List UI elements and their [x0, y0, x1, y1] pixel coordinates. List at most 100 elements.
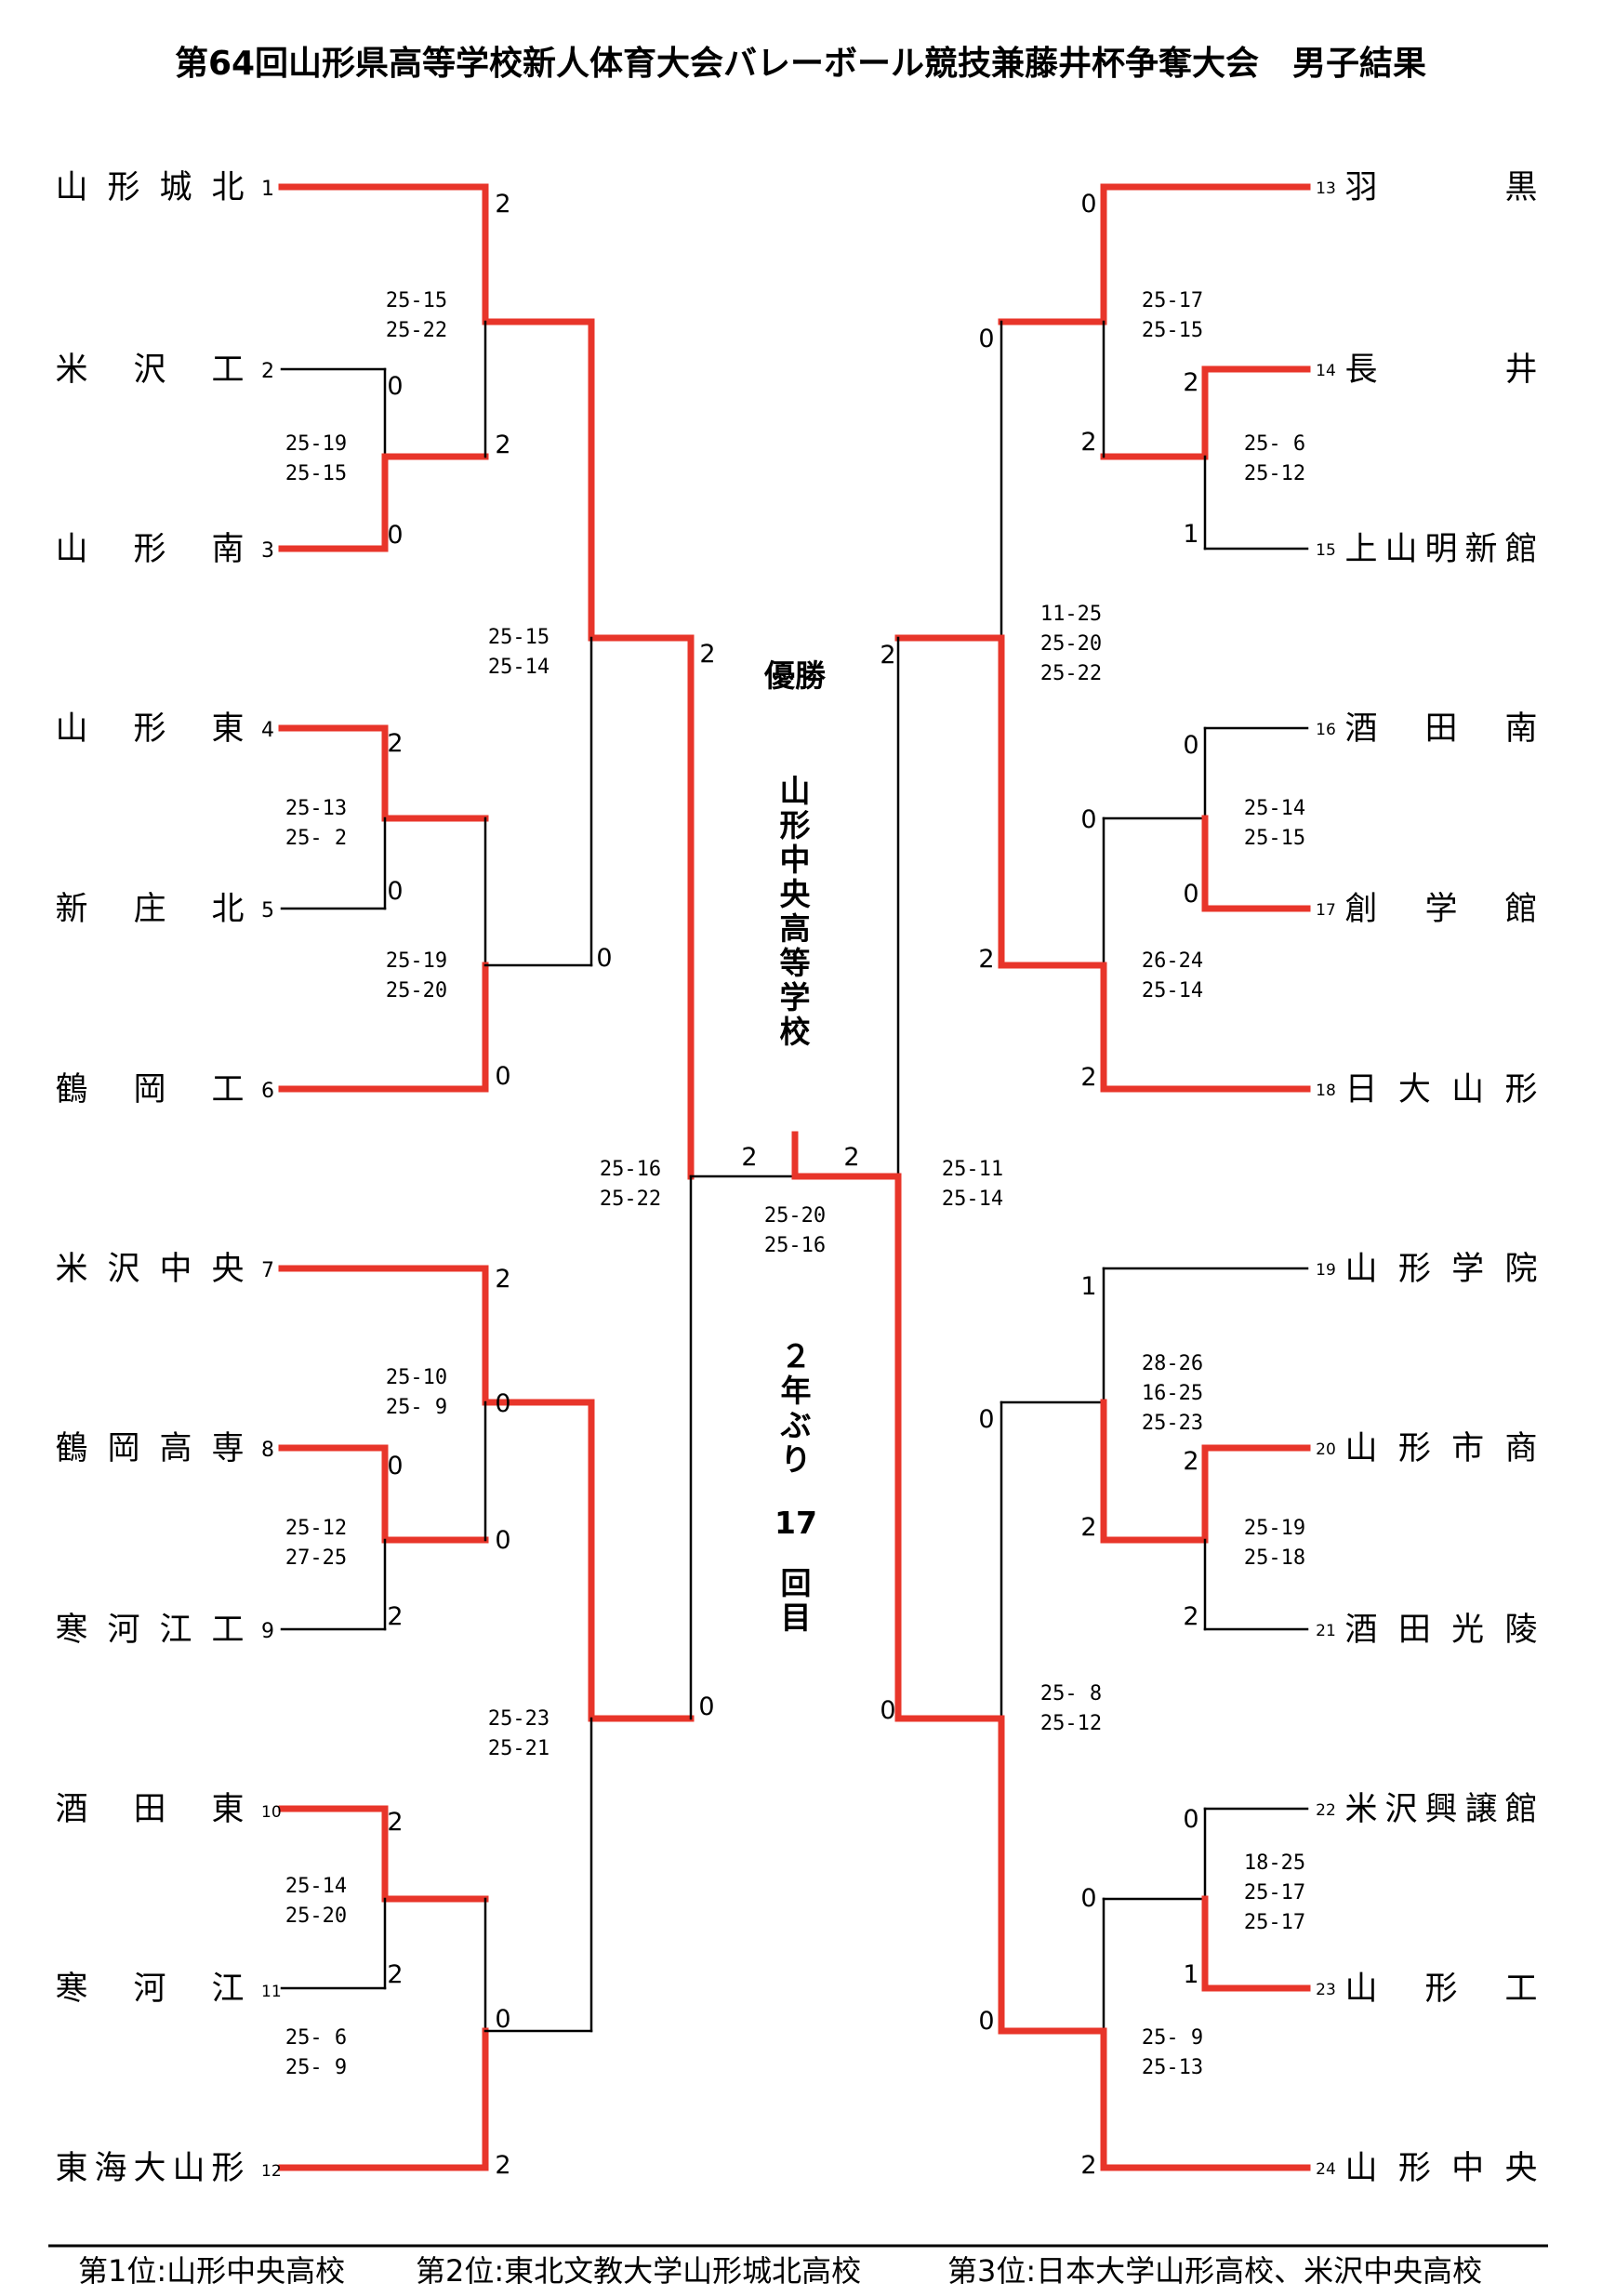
appearance-suffix-char: 目: [781, 1599, 812, 1636]
set-score-line: 25- 6: [285, 2026, 347, 2050]
team-seed: 12: [261, 2162, 282, 2181]
team-name-char: 明: [1424, 531, 1457, 568]
team-name-char: 工: [211, 1612, 244, 1649]
team-seed: 9: [261, 1620, 274, 1643]
champion-name-char: 等: [780, 945, 811, 981]
team-name-char: 館: [1504, 891, 1537, 928]
team-name-char: 田: [1424, 710, 1457, 748]
set-result: 0: [495, 1526, 510, 1555]
team-name-char: 南: [211, 531, 244, 568]
set-result: 2: [741, 1143, 757, 1172]
team-name: 寒河江工: [55, 1612, 244, 1649]
set-score-line: 16-25: [1142, 1382, 1203, 1405]
team-name-char: 江: [211, 1971, 244, 2008]
set-score: 25- 925-13: [1142, 2026, 1203, 2079]
set-score-line: 25-21: [488, 1737, 549, 1760]
team-name-char: 山: [172, 2150, 205, 2187]
set-result: 0: [1080, 1884, 1096, 1913]
team-seed: 8: [261, 1439, 274, 1462]
team-seed: 3: [261, 539, 274, 563]
team-name-char: 形: [1398, 2150, 1431, 2187]
set-result: 0: [1183, 1805, 1198, 1834]
team-name-char: 大: [1398, 1071, 1431, 1108]
team-name-char: 館: [1504, 1791, 1537, 1828]
set-score-line: 25-12: [285, 1517, 347, 1540]
set-result: 2: [978, 945, 994, 974]
team-name-char: 創: [1344, 891, 1377, 928]
set-result: 2: [1080, 428, 1096, 457]
bracket-lines: [278, 183, 1311, 2171]
team-seed: 19: [1316, 1261, 1336, 1280]
set-score-line: 25-15: [488, 626, 549, 649]
team-name-char: 東: [211, 710, 244, 748]
team-seed: 4: [261, 719, 274, 742]
appearance-note-char: 年: [781, 1373, 812, 1409]
set-score-line: 25-23: [1142, 1412, 1203, 1435]
team-seed: 6: [261, 1080, 274, 1103]
appearance-note-char: ぶ: [780, 1407, 812, 1443]
set-score-line: 25-14: [942, 1188, 1003, 1211]
team-name-char: 形: [133, 710, 165, 748]
set-score-line: 25-14: [285, 1875, 347, 1898]
set-score-line: 25-18: [1244, 1546, 1305, 1570]
team-seed: 15: [1316, 541, 1336, 560]
team-name-char: 酒: [1344, 710, 1377, 748]
set-result: 0: [978, 2007, 994, 2036]
team-name: 米沢工: [55, 352, 244, 389]
team-name: 米沢興譲館: [1344, 1791, 1537, 1828]
set-score-line: 26-24: [1142, 949, 1203, 973]
set-score-line: 25-19: [285, 432, 347, 456]
team-name-char: 河: [107, 1612, 139, 1649]
set-result: 2: [387, 1808, 403, 1837]
set-score-line: 28-26: [1142, 1352, 1203, 1375]
team-name-char: 高: [159, 1430, 192, 1467]
team-seed: 14: [1316, 362, 1336, 380]
team-name-char: 庄: [133, 891, 165, 928]
team-name: 上山明新館: [1344, 531, 1537, 568]
set-score: 25- 625- 9: [285, 2026, 347, 2079]
set-result: 0: [495, 1062, 510, 1091]
team-name-char: 学: [1424, 891, 1457, 928]
team-seed: 22: [1316, 1801, 1336, 1820]
team-name-char: 寒: [55, 1971, 87, 2008]
set-score-line: 25-19: [1244, 1517, 1305, 1540]
set-score-line: 25-22: [600, 1188, 661, 1211]
set-score-line: 25- 9: [386, 1396, 447, 1419]
team-name: 山形工: [1344, 1971, 1537, 2008]
team-name-char: 譲: [1464, 1791, 1497, 1828]
set-score-line: 25- 9: [1142, 2026, 1203, 2050]
set-score: 25- 625-12: [1244, 432, 1305, 485]
set-score-line: 11-25: [1040, 603, 1102, 626]
set-result: 0: [880, 1696, 895, 1725]
set-result: 2: [880, 641, 895, 670]
team-name-char: 工: [211, 352, 244, 389]
team-name-char: 院: [1504, 1251, 1537, 1288]
set-score-line: 25-22: [386, 319, 447, 342]
appearance-suffix-char: 回: [781, 1565, 812, 1601]
champion-name-char: 校: [780, 1014, 811, 1050]
set-score-line: 27-25: [285, 1546, 347, 1570]
team-name-char: 館: [1504, 531, 1537, 568]
appearance-count: 17: [775, 1505, 817, 1541]
team-name-char: 江: [159, 1612, 192, 1649]
champion-name-char: 高: [780, 910, 811, 947]
set-score-line: 25-20: [764, 1204, 826, 1228]
set-result: 2: [387, 1602, 403, 1631]
team-name-char: 城: [159, 169, 192, 206]
footer-second-place: 第2位:東北文教大学山形城北高校: [416, 2253, 861, 2289]
team-name-char: 形: [107, 169, 139, 206]
set-score-line: 25-19: [386, 949, 447, 973]
team-name-char: 沢: [133, 352, 165, 389]
team-name-char: 山: [55, 531, 87, 568]
footer-third-place: 第3位:日本大学山形高校、米沢中央高校: [947, 2253, 1482, 2289]
set-result: 2: [1080, 1063, 1096, 1092]
team-name-char: 形: [211, 2150, 244, 2187]
